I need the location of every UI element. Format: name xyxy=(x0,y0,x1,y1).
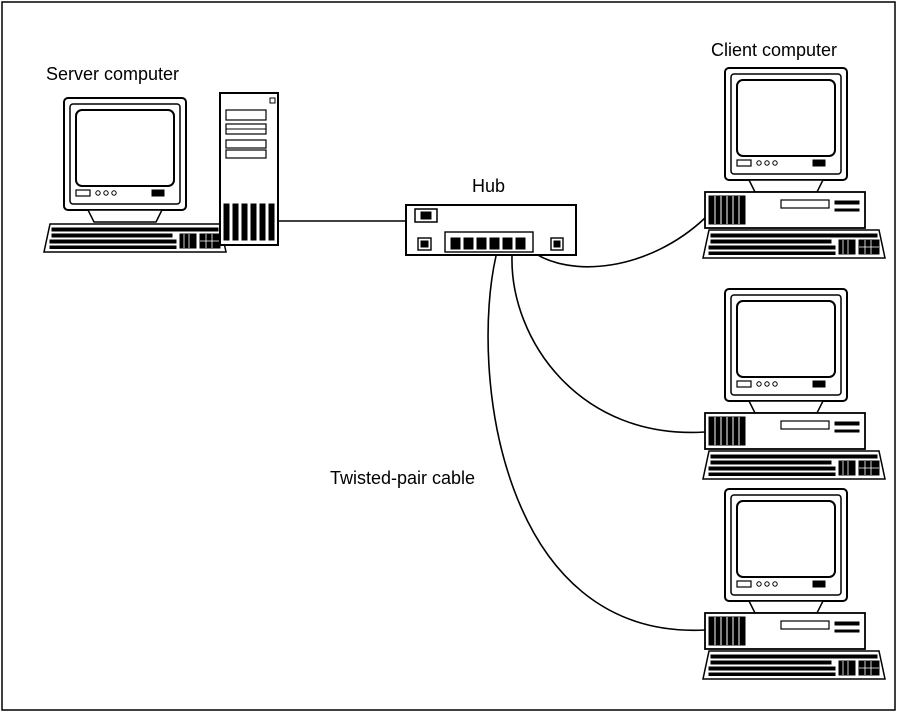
cable-hub-client-3 xyxy=(487,255,706,631)
client-label: Client computer xyxy=(711,40,837,60)
cable-hub-client-1 xyxy=(529,217,706,268)
server-label: Server computer xyxy=(46,64,179,84)
server-computer-icon xyxy=(43,92,279,253)
cables xyxy=(278,217,706,631)
cable-hub-client-2 xyxy=(511,255,706,434)
hub-label: Hub xyxy=(472,176,505,196)
hub-icon xyxy=(405,204,577,256)
cable-label: Twisted-pair cable xyxy=(330,468,475,488)
